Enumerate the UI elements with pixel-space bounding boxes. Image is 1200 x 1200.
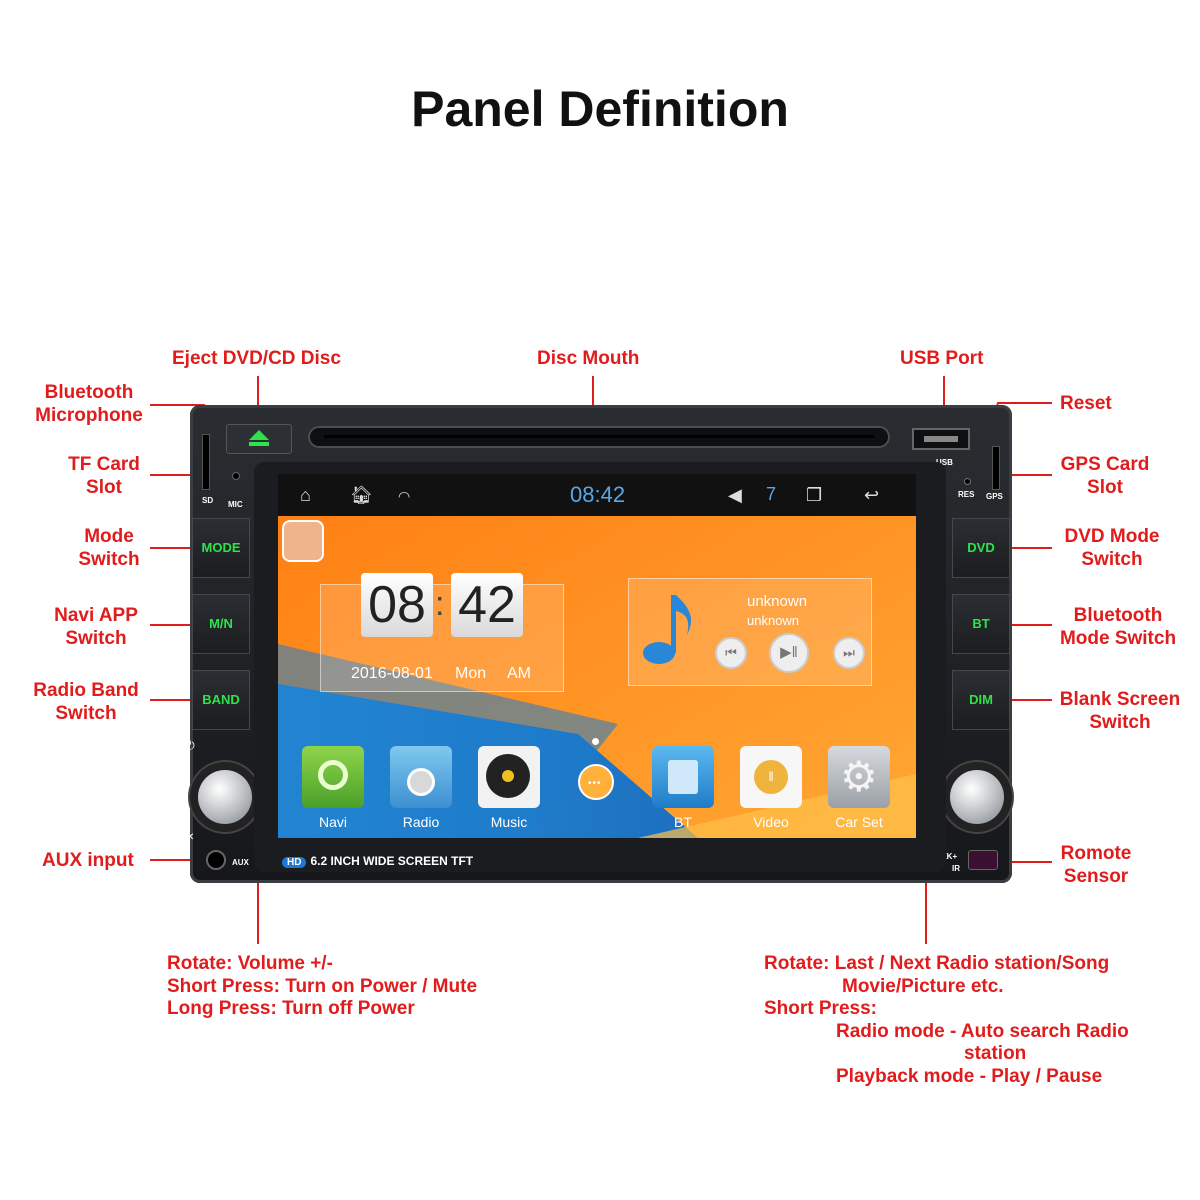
music-note-icon (643, 595, 692, 664)
page-indicator (592, 738, 599, 745)
prev-track-button[interactable]: ⏮ (715, 637, 747, 669)
volume-knob[interactable] (198, 770, 252, 824)
screen[interactable]: ⌂ 🏠︎ ◠ 08:42 ◀ 7 ❐ ↩ 08 : 42 2016-08-01 … (278, 474, 916, 838)
home-icon[interactable]: 🏠︎ (350, 485, 373, 505)
aux-jack[interactable] (206, 850, 226, 870)
status-time: 08:42 (570, 482, 626, 507)
wifi-icon: ◠ (398, 488, 411, 504)
radio-app-label: Radio (402, 814, 440, 830)
page-title: Panel Definition (411, 81, 789, 137)
bt-app-label: BT (674, 814, 692, 830)
ir-text: IR (952, 864, 960, 873)
clock-widget[interactable]: 08 : 42 2016-08-01 Mon AM (320, 573, 564, 692)
clock-date: 2016-08-01 (351, 665, 433, 682)
mode-button[interactable]: MODE (192, 518, 250, 578)
status-bar: ⌂ 🏠︎ ◠ 08:42 ◀ 7 ❐ ↩ (278, 474, 916, 516)
radio-app-icon[interactable] (390, 746, 452, 808)
disc-slot (308, 426, 890, 448)
back-icon[interactable]: ↩ (864, 485, 880, 505)
res-text: RES (958, 490, 975, 499)
navi-app-icon[interactable] (302, 746, 364, 808)
clock-colon: : (435, 585, 445, 623)
mute-icon: ✕ (186, 832, 195, 843)
microphone-hole (232, 472, 240, 480)
eject-icon (249, 430, 269, 440)
eject-button[interactable] (226, 424, 292, 454)
volume-knob-notes: Rotate: Volume +/- Short Press: Turn on … (167, 953, 478, 1020)
usb-text: USB (936, 458, 953, 467)
gps-card-slot[interactable] (992, 446, 1000, 490)
home-outline-icon[interactable]: ⌂ (300, 485, 311, 505)
dvd-button[interactable]: DVD (952, 518, 1010, 578)
video-app-icon[interactable]: ‖ (740, 746, 802, 808)
reset-label: Reset (1060, 393, 1112, 414)
car-set-app-icon[interactable]: ⚙ (828, 746, 890, 808)
music-artist: unknown (747, 613, 800, 628)
gear-icon: ⚙ (840, 753, 878, 800)
volume-level: 7 (766, 484, 777, 504)
ir-sensor (968, 850, 998, 870)
app-drawer-icon[interactable]: ••• (578, 764, 614, 800)
video-app-label: Video (753, 814, 789, 830)
music-app-label: Music (490, 814, 528, 830)
navi-app-label: Navi (318, 814, 347, 830)
sd-text: SD (202, 496, 214, 505)
mic-text: MIC (228, 500, 243, 509)
eject-label: Eject DVD/CD Disc (172, 348, 341, 369)
clock-minute: 42 (451, 573, 523, 637)
clock-hour: 08 (361, 573, 433, 637)
power-icon: ⏻ (186, 740, 195, 752)
mn-button[interactable]: M/N (192, 594, 250, 654)
bt-app-icon[interactable] (652, 746, 714, 808)
music-widget[interactable]: unknown unknown ⏮ ▶‖ ⏭ (628, 578, 872, 686)
recent-apps-icon[interactable]: ❐ (806, 485, 823, 505)
tf-card-slot[interactable] (202, 434, 210, 490)
avatar[interactable] (282, 520, 324, 562)
seek-knob-notes: Rotate: Last / Next Radio station/Song M… (764, 953, 1129, 1087)
speaker-icon[interactable]: ◀ (728, 485, 742, 505)
usb-port-label: USB Port (900, 348, 984, 369)
clock-day: Mon (455, 665, 487, 682)
car-set-app-label: Car Set (835, 814, 883, 830)
bt-button[interactable]: BT (952, 594, 1010, 654)
aux-text: AUX (232, 858, 249, 867)
seek-knob[interactable] (950, 770, 1004, 824)
dim-button[interactable]: DIM (952, 670, 1010, 730)
band-button[interactable]: BAND (192, 670, 250, 730)
play-pause-button[interactable]: ▶‖ (769, 633, 809, 673)
music-title: unknown (747, 593, 808, 610)
clock-ampm: AM (507, 665, 531, 682)
gps-text: GPS (986, 492, 1003, 501)
music-app-icon[interactable] (478, 746, 540, 808)
aux-input-label: AUX input (42, 850, 134, 871)
usb-port[interactable] (912, 428, 970, 450)
next-track-button[interactable]: ⏭ (833, 637, 865, 669)
reset-hole[interactable] (964, 478, 971, 485)
disc-mouth-label: Disc Mouth (537, 348, 640, 369)
